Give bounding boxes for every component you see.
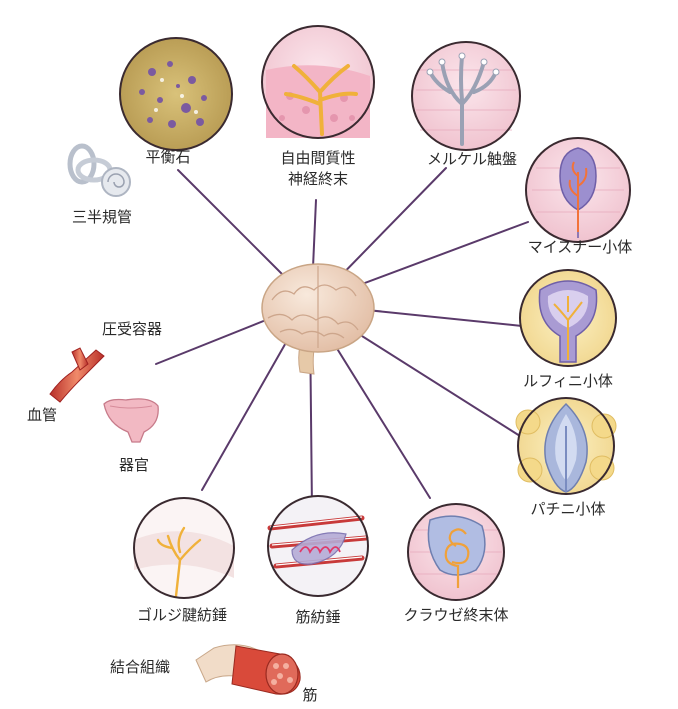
- label-free-nerve-ending-line2: 神経終末: [288, 170, 348, 188]
- label-krause: クラウゼ終末体: [403, 606, 508, 624]
- muscle-bundle-icon: [195, 644, 301, 695]
- ruffini-corpuscle-illustration: [519, 269, 617, 367]
- artery-icon: [49, 347, 105, 403]
- label-muscle-spindle: 筋紡錘: [295, 608, 340, 626]
- label-otolith: 平衡石: [145, 148, 190, 166]
- bladder-icon: [103, 398, 159, 443]
- label-meissner: マイスナー小体: [528, 238, 633, 256]
- label-muscle: 筋: [302, 686, 317, 704]
- connector-golgi: [201, 317, 301, 491]
- label-merkel-disc: メルケル触盤: [427, 150, 517, 168]
- label-blood-vessel: 血管: [27, 406, 57, 424]
- golgi-tendon-organ-illustration: [133, 497, 235, 599]
- label-baroreceptor: 圧受容器: [102, 320, 162, 338]
- pacinian-corpuscle-illustration: [515, 397, 617, 495]
- label-pacinian: パチニ小体: [530, 500, 605, 518]
- free-nerve-ending-illustration: [261, 25, 375, 139]
- label-connective-tissue: 結合組織: [110, 658, 170, 676]
- brain-icon: [261, 263, 375, 375]
- label-organ: 器官: [119, 456, 149, 474]
- krause-end-bulb-illustration: [407, 503, 505, 601]
- muscle-spindle-illustration: [267, 495, 369, 597]
- label-semicircular-canals: 三半規管: [72, 208, 132, 226]
- connector-otolith: [177, 169, 301, 293]
- label-free-nerve-ending-line1: 自由間質性: [280, 149, 355, 167]
- otolith-illustration: [119, 37, 233, 151]
- inner-ear-icon: [67, 143, 131, 197]
- label-ruffini: ルフィニ小体: [523, 372, 613, 390]
- label-golgi: ゴルジ腱紡錘: [137, 606, 227, 624]
- merkel-disc-illustration: [411, 41, 521, 151]
- meissner-corpuscle-illustration: [525, 137, 631, 243]
